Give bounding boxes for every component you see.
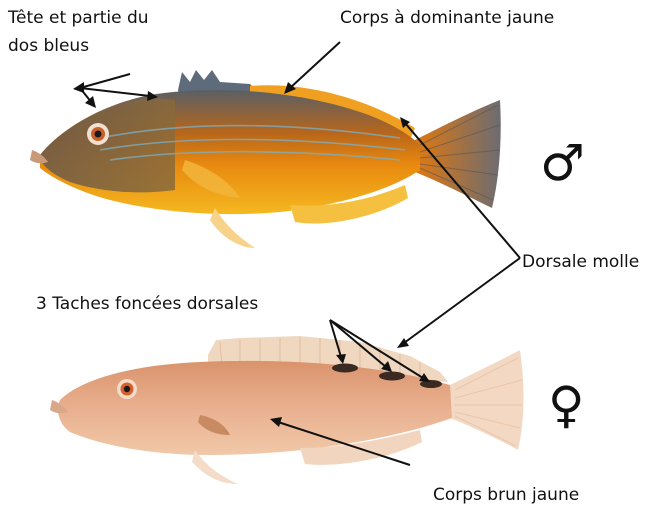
arrow-soft-dorsal-female (404, 258, 520, 343)
male-symbol: ♂ (540, 138, 585, 188)
male-fish (30, 70, 501, 248)
label-head-back-blue-line2: dos bleus (8, 34, 89, 58)
dark-spot-1 (332, 364, 358, 373)
dark-spot-2 (379, 372, 405, 381)
label-soft-dorsal: Dorsale molle (522, 250, 639, 274)
female-pelvic-fin (192, 450, 238, 484)
label-dark-spots: 3 Taches foncées dorsales (36, 292, 258, 316)
female-symbol: ♀ (548, 380, 585, 430)
female-tail-fin (450, 350, 524, 450)
arrow-body-yellow (290, 42, 340, 88)
female-fish (50, 336, 524, 484)
label-head-back-blue-line1: Tête et partie du (8, 6, 149, 30)
label-body-yellow: Corps à dominante jaune (340, 6, 554, 30)
label-body-brown-yellow: Corps brun jaune (433, 483, 579, 507)
arrow-head-blue-1 (80, 74, 130, 88)
arrow-head-blue-3 (80, 88, 150, 96)
